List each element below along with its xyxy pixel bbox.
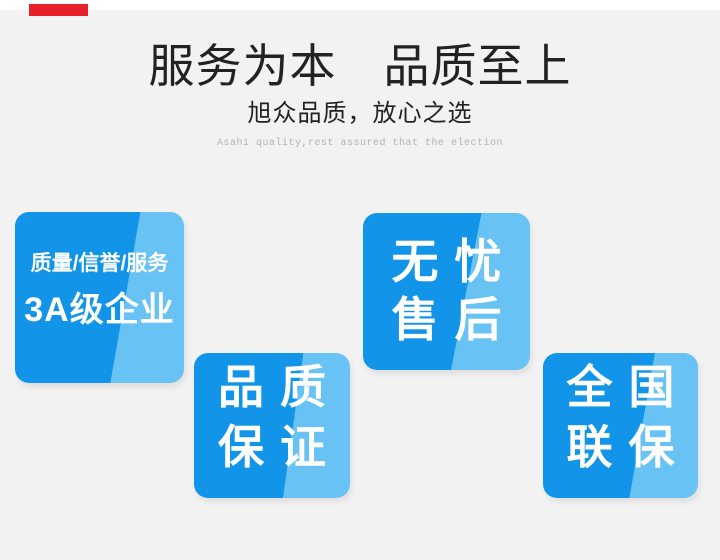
badge-3a-enterprise-line1: 质量/信誉/服务 [30, 252, 169, 275]
badge-quality-line2: 保证 [218, 421, 342, 473]
badge-nationwide-warranty: 全国 联保 [543, 353, 698, 498]
page-subtitle-english: Asahi quality,rest assured that the elec… [216, 138, 504, 149]
page-subtitle: 旭众品质，放心之选 [247, 101, 473, 127]
badge-3a-enterprise-line2: 3A级企业 [24, 291, 175, 329]
page-title: 服务为本 品质至上 [148, 40, 572, 92]
red-accent-bar [29, 4, 88, 16]
badge-quality-line1: 品质 [218, 361, 342, 413]
badge-nationwide-line1: 全国 [566, 361, 691, 413]
badge-nationwide-line2: 联保 [566, 421, 691, 473]
top-white-strip [0, 0, 720, 10]
badge-worry-free-line1: 无忧 [391, 235, 518, 288]
badge-quality-guarantee: 品质 保证 [194, 353, 350, 498]
badge-worry-free-line2: 售后 [391, 293, 518, 346]
badge-3a-enterprise: 质量/信誉/服务 3A级企业 [15, 212, 184, 383]
badge-worry-free-aftersales: 无忧 售后 [363, 213, 530, 370]
